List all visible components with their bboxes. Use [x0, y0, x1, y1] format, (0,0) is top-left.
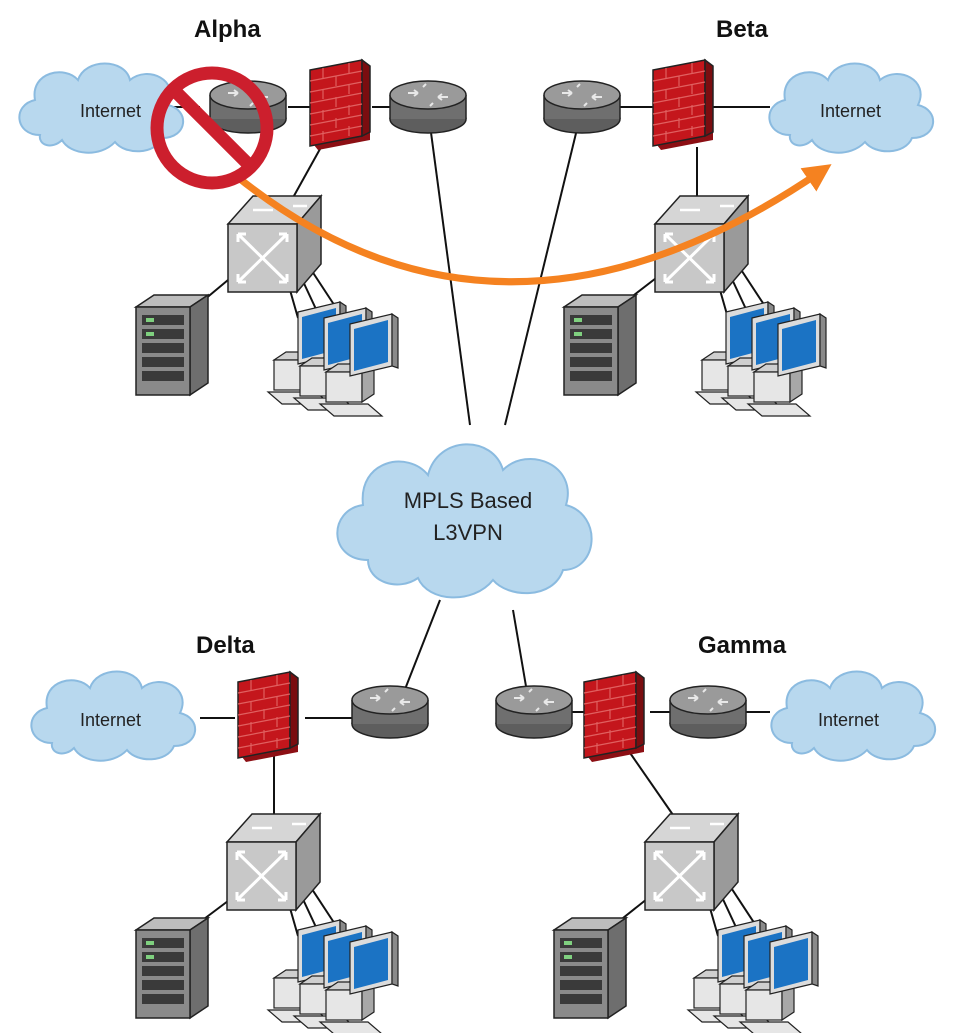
- gamma-internet-label: Internet: [818, 710, 879, 730]
- server-icon: [563, 294, 637, 396]
- site-alpha: Internet: [18, 59, 467, 416]
- site-title-delta: Delta: [196, 632, 255, 659]
- mpls-label-line1: MPLS Based: [404, 488, 532, 513]
- site-beta: Internet: [543, 59, 935, 416]
- site-delta: Internet: [30, 670, 429, 1033]
- router-icon: [543, 80, 621, 134]
- workstation-icon: [268, 920, 398, 1033]
- link-beta-router-mpls: [504, 124, 579, 426]
- alpha-internet-label: Internet: [80, 101, 141, 121]
- switch-icon: [653, 194, 750, 294]
- router-icon: [389, 80, 467, 134]
- switch-icon: [643, 812, 740, 912]
- delta-internet-label: Internet: [80, 710, 141, 730]
- router-icon: [351, 685, 429, 739]
- switch-icon: [225, 812, 322, 912]
- router-icon: [669, 685, 747, 739]
- site-title-gamma: Gamma: [698, 632, 787, 659]
- server-icon: [135, 294, 209, 396]
- workstation-icon: [696, 302, 826, 416]
- server-icon: [135, 917, 209, 1019]
- mpls-cloud: MPLS Based L3VPN: [336, 443, 593, 599]
- beta-internet-label: Internet: [820, 101, 881, 121]
- server-icon: [553, 917, 627, 1019]
- firewall-icon: [583, 671, 645, 763]
- firewall-icon: [652, 59, 714, 151]
- link-delta-router-mpls: [399, 599, 441, 703]
- site-gamma: Internet: [495, 670, 937, 1033]
- switch-icon: [226, 194, 323, 294]
- workstation-icon: [268, 302, 398, 416]
- no-entry-icon: [150, 66, 274, 190]
- router-icon: [495, 685, 573, 739]
- arrow-icon: [231, 164, 832, 286]
- firewall-icon: [309, 59, 371, 151]
- site-title-alpha: Alpha: [194, 16, 261, 43]
- mpls-label-line2: L3VPN: [433, 520, 503, 545]
- site-title-beta: Beta: [716, 16, 769, 43]
- firewall-icon: [237, 671, 299, 763]
- workstation-icon: [688, 920, 818, 1033]
- link-gamma-router-mpls: [512, 609, 529, 699]
- link-gamma-firewall-switch: [627, 749, 681, 826]
